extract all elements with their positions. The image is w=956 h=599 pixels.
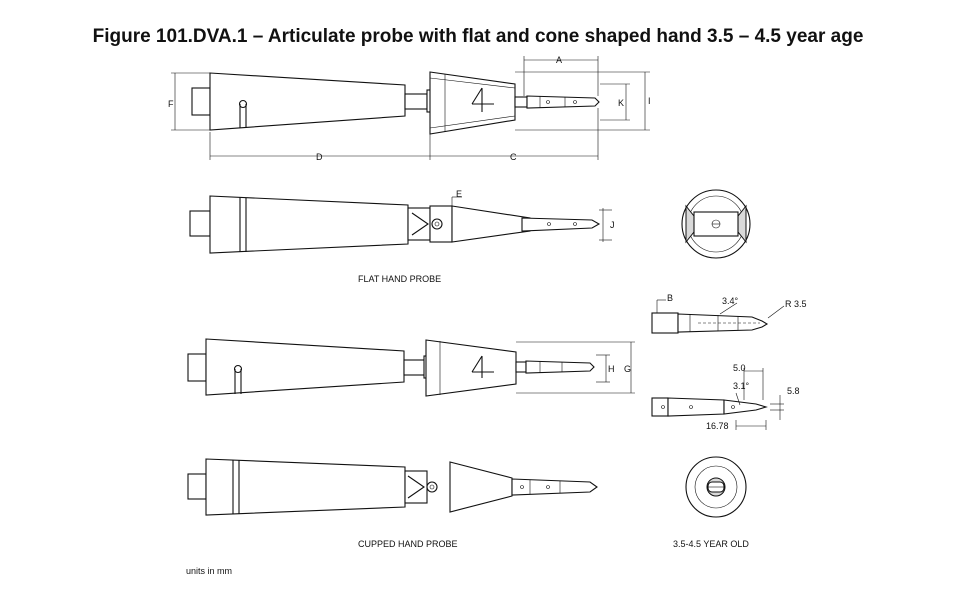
cupped-hand-side-view: [187, 338, 635, 397]
dim-label-e: E: [456, 189, 462, 199]
probe-side-view-flat: [171, 56, 650, 160]
caption-age-range: 3.5-4.5 YEAR OLD: [673, 539, 749, 549]
dim-label-c: C: [510, 152, 517, 162]
figure-title: Figure 101.DVA.1 – Articulate probe with…: [92, 26, 864, 47]
dim-label-f: F: [168, 99, 174, 109]
detail-width: 5.0: [733, 363, 746, 373]
finger-detail-top: [651, 299, 785, 334]
flat-hand-probe-view: [189, 195, 612, 254]
dim-label-a: A: [556, 55, 562, 65]
finger-detail-bottom: [651, 368, 784, 430]
detail-radius: R 3.5: [785, 299, 807, 309]
caption-cupped-hand-probe: CUPPED HAND PROBE: [358, 539, 458, 549]
detail-angle-top: 3.4°: [722, 296, 739, 306]
dim-label-h: H: [608, 364, 615, 374]
detail-height: 5.8: [787, 386, 800, 396]
dim-label-k: K: [618, 98, 624, 108]
detail-length: 16.78: [706, 421, 729, 431]
dim-label-j: J: [610, 220, 615, 230]
dim-label-i: I: [648, 96, 651, 106]
cupped-hand-end-view: [685, 456, 747, 518]
caption-flat-hand-probe: FLAT HAND PROBE: [358, 274, 441, 284]
dim-label-g: G: [624, 364, 631, 374]
units-note: units in mm: [186, 566, 232, 576]
detail-angle-bottom: 3.1°: [733, 381, 750, 391]
dim-label-b: B: [667, 293, 673, 303]
flat-hand-end-view: [681, 189, 751, 259]
dim-label-d: D: [316, 152, 323, 162]
cupped-hand-plan-view: [187, 458, 598, 516]
